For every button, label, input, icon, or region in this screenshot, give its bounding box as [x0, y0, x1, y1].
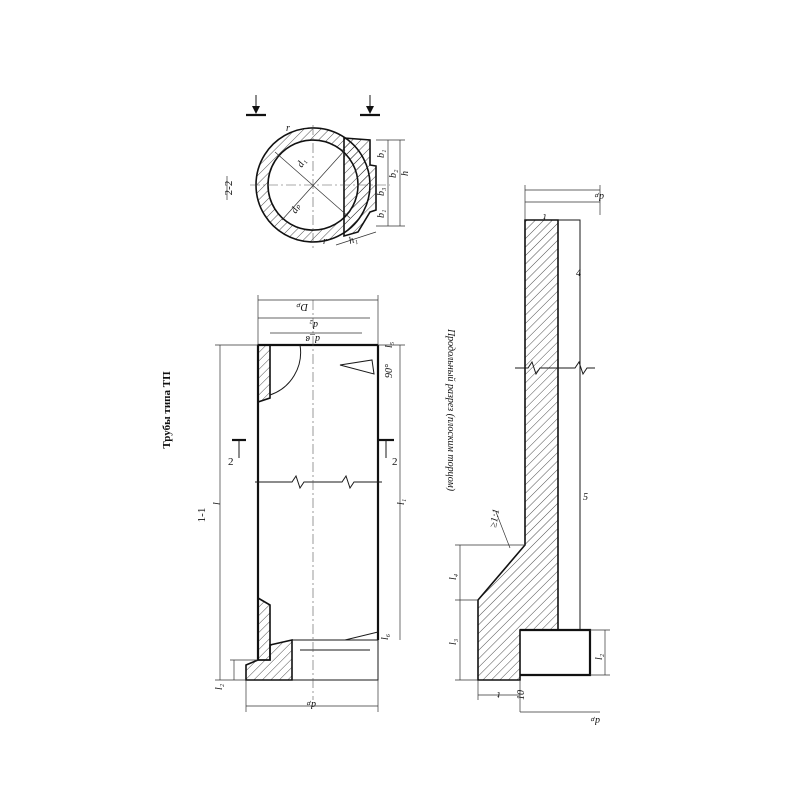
- label-h1: h₁: [348, 234, 359, 247]
- label-l1: l₁: [396, 499, 407, 505]
- cut-arrow-left: [246, 95, 266, 117]
- label-l2-left: l₂: [214, 683, 225, 690]
- label-dp-bottom: dₚ: [306, 699, 316, 710]
- cut-mark-2-right: 2: [392, 456, 398, 468]
- drawing-title: Трубы типа ТП: [161, 371, 173, 449]
- label-l6: l₆: [380, 633, 391, 640]
- section-1-1-view: 1-1 l 2 2 Dₚ d₂ d_в: [196, 295, 407, 712]
- label-d2: d₂: [309, 319, 318, 330]
- label-l2-right: l₂: [594, 653, 605, 660]
- mark-5: 5: [583, 492, 588, 503]
- longitudinal-section-view: Продольный разрез (плоским торцом) 4 5 ≥…: [445, 185, 610, 726]
- label-b1-top: b₁: [376, 150, 387, 158]
- label-d1: d₁: [295, 157, 309, 170]
- label-b2: b₂: [388, 169, 399, 178]
- label-h: h: [400, 171, 411, 176]
- cut-mark-2-left: 2: [228, 456, 234, 468]
- section-2-2-view: 2-2 d₁ dₚ r r b₁ b₂ b₃: [223, 95, 411, 250]
- mark-4: 4: [576, 268, 581, 279]
- section-2-2-label: 2-2: [223, 181, 235, 196]
- pipe-wall-left-bottom: [257, 596, 271, 661]
- label-b3: b₃: [376, 187, 387, 196]
- label-dv: d_в: [305, 333, 320, 344]
- label-l5: l₅: [384, 341, 395, 348]
- section-1-1-label: 1-1: [196, 508, 208, 523]
- label-r-bottom: r: [323, 236, 327, 247]
- label-dp-bottom-long: dₚ: [590, 715, 600, 726]
- label-l4: l₄: [448, 573, 459, 580]
- longitudinal-section-label: Продольный разрез (плоским торцом): [445, 328, 456, 492]
- label-10: 10: [516, 690, 527, 700]
- label-dp-cap: Dₚ: [296, 301, 309, 312]
- label-b1-bottom: b₁: [376, 210, 387, 218]
- label-l3: l₃: [448, 638, 459, 645]
- label-dp-ring: dₚ: [289, 201, 304, 215]
- label-dp-top-long: dₚ: [594, 191, 604, 202]
- label-t: t: [543, 211, 546, 222]
- label-r-top: r: [286, 123, 290, 134]
- cut-arrow-right: [360, 95, 380, 117]
- pipe-lug: [343, 137, 377, 238]
- label-ratio: ≥1:1: [488, 508, 502, 528]
- longitudinal-wall: [477, 219, 559, 681]
- label-l-left: l: [212, 502, 223, 505]
- label-angle: 90°: [384, 364, 395, 378]
- pipe-wall-left-top: [257, 344, 271, 404]
- label-t-bottom: t: [497, 689, 500, 700]
- socket-left: [245, 638, 293, 681]
